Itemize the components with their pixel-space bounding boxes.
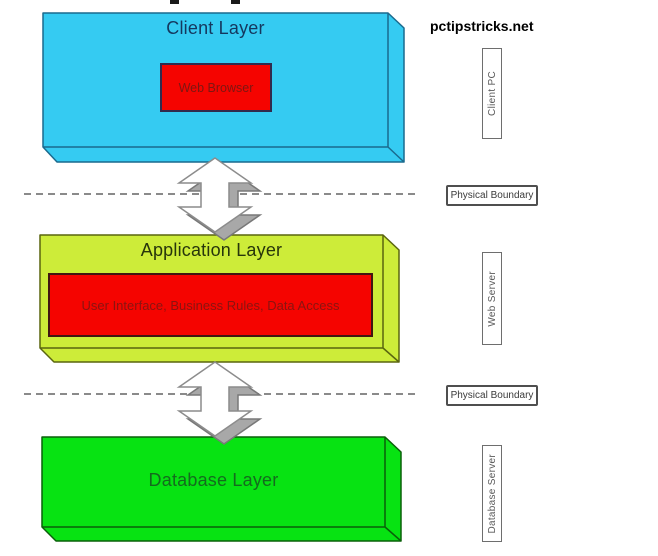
physical-boundary-text: Physical Boundary [450,190,534,201]
client-application-arrow-icon [178,157,261,241]
database-server-label: Database Server [486,453,498,534]
web-server-device-box: Web Server [482,252,502,345]
database-server-device-box: Database Server [482,445,502,542]
database-layer-title: Database Layer [148,470,279,490]
physical-boundary-label-2: Physical Boundary [446,385,538,406]
application-database-arrow-icon [178,361,261,445]
physical-boundary-label-1: Physical Boundary [446,185,538,206]
web-browser-label: Web Browser [178,80,254,95]
client-layer-title: Client Layer [166,18,265,38]
application-components-label: User Interface, Business Rules, Data Acc… [81,297,340,313]
application-layer-title: Application Layer [140,240,283,260]
cropped-title-remnant [231,0,240,4]
watermark-text: pctipstricks.net [430,18,534,34]
cropped-title-remnant [170,0,179,4]
client-pc-label: Client PC [486,71,498,116]
physical-boundary-text: Physical Boundary [450,390,534,401]
web-server-label: Web Server [486,270,498,327]
application-components-box: User Interface, Business Rules, Data Acc… [48,273,373,337]
client-pc-device-box: Client PC [482,48,502,139]
database-layer-slab [41,436,402,542]
web-browser-box: Web Browser [160,63,272,112]
